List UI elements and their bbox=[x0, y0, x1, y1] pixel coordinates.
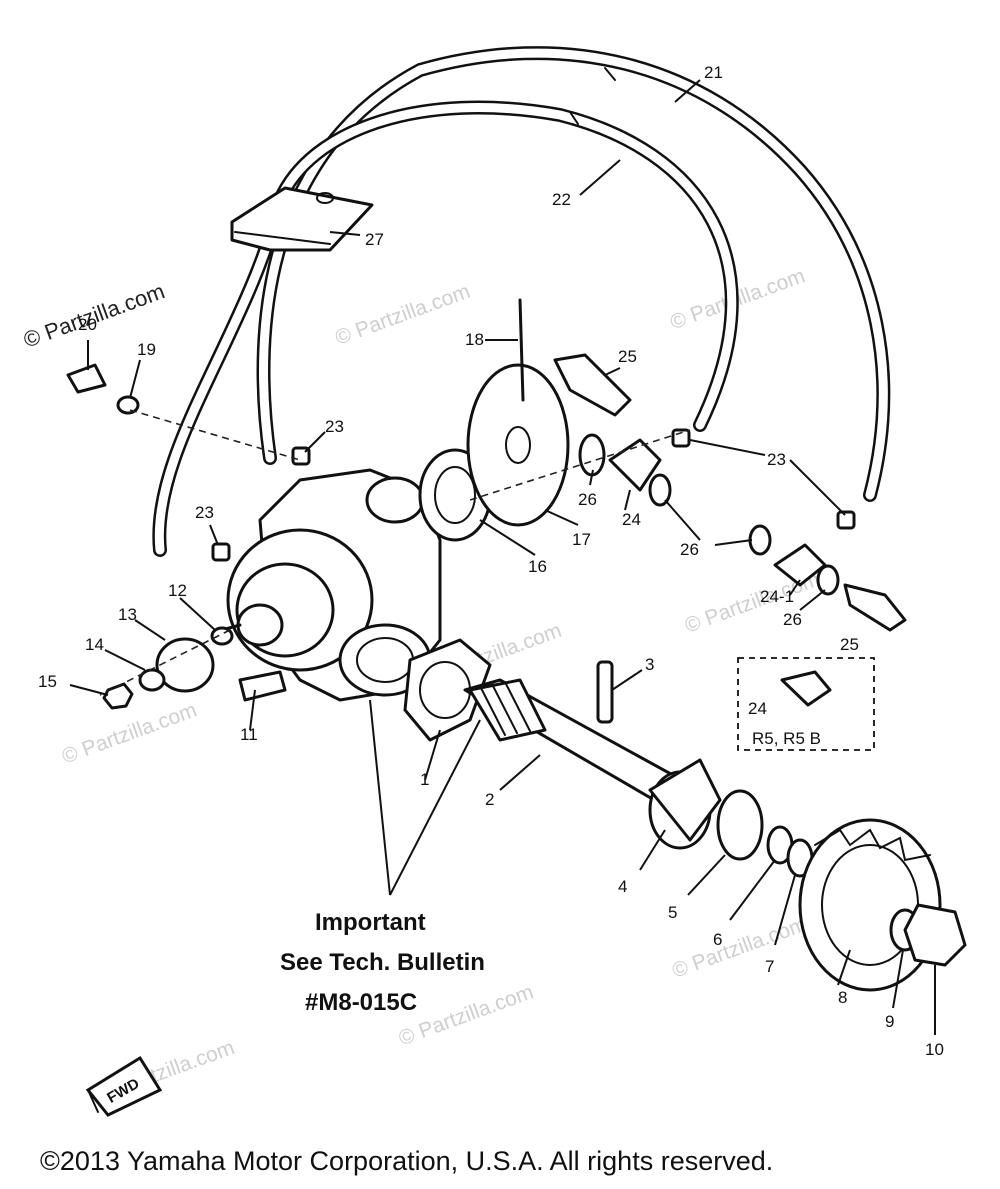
callout-1: 1 bbox=[420, 770, 429, 789]
callout-10: 10 bbox=[925, 1040, 944, 1059]
callout-25: 25 bbox=[840, 635, 859, 654]
hose-clamp bbox=[230, 186, 374, 252]
technical-note: Important See Tech. Bulletin #M8-015C bbox=[280, 909, 485, 1016]
watermark: © Partzilla.com bbox=[59, 698, 200, 768]
note-bulletin-number: #M8-015C bbox=[305, 989, 417, 1016]
note-bulletin: See Tech. Bulletin bbox=[280, 949, 485, 976]
callout-21: 21 bbox=[704, 63, 723, 82]
callout-25: 25 bbox=[618, 347, 637, 366]
callout-23: 23 bbox=[767, 450, 786, 469]
copyright-notice: ©2013 Yamaha Motor Corporation, U.S.A. A… bbox=[40, 1146, 773, 1176]
callout-16: 16 bbox=[528, 557, 547, 576]
callout-15: 15 bbox=[38, 672, 57, 691]
callout-27: 27 bbox=[365, 230, 384, 249]
nut bbox=[903, 903, 967, 967]
nut bbox=[102, 682, 134, 710]
callout-5: 5 bbox=[668, 903, 677, 922]
watermark: © Partzilla.com bbox=[332, 280, 473, 350]
gasket-washer bbox=[648, 473, 672, 507]
gasket-washer bbox=[816, 564, 840, 596]
bushing bbox=[648, 758, 722, 850]
gasket-washer bbox=[748, 524, 772, 556]
union-bolt bbox=[553, 353, 632, 417]
callout-12: 12 bbox=[168, 581, 187, 600]
watermark: © Partzilla.com bbox=[669, 913, 810, 983]
washer bbox=[116, 395, 140, 415]
lock-washer bbox=[138, 668, 166, 692]
callout-9: 9 bbox=[885, 1012, 894, 1031]
callout-17: 17 bbox=[572, 530, 591, 549]
variant-box: 24 R5, R5 B bbox=[737, 657, 875, 751]
hose-group bbox=[152, 46, 891, 557]
callout-26: 26 bbox=[783, 610, 802, 629]
oil-pump-housing bbox=[213, 468, 442, 702]
plate bbox=[155, 637, 215, 693]
leader-lines bbox=[69, 79, 936, 1035]
callout-26: 26 bbox=[680, 540, 699, 559]
fitting bbox=[211, 542, 231, 562]
oil-seal bbox=[716, 789, 764, 861]
callout-4: 4 bbox=[618, 877, 627, 896]
bolt bbox=[66, 363, 107, 394]
callout-24: 24 bbox=[622, 510, 641, 529]
callout-6: 6 bbox=[713, 930, 722, 949]
variant-part-number: 24 bbox=[748, 699, 767, 718]
callout-2: 2 bbox=[485, 790, 494, 809]
union bbox=[608, 438, 662, 492]
note-heading: Important bbox=[315, 909, 426, 936]
callout-20: 20 bbox=[78, 315, 97, 334]
callout-11: 11 bbox=[240, 725, 258, 744]
pump-gear bbox=[466, 363, 570, 527]
callout-7: 7 bbox=[765, 957, 774, 976]
callout-22: 22 bbox=[552, 190, 571, 209]
gasket-washer bbox=[578, 433, 606, 477]
pin bbox=[518, 298, 525, 402]
gasket bbox=[403, 638, 492, 742]
callout-18: 18 bbox=[465, 330, 484, 349]
callout-8: 8 bbox=[838, 988, 847, 1007]
callout-13: 13 bbox=[118, 605, 137, 624]
callout-26: 26 bbox=[578, 490, 597, 509]
stud bbox=[238, 670, 287, 702]
callout-24-1: 24-1 bbox=[760, 587, 794, 606]
callout-3: 3 bbox=[645, 655, 654, 674]
callout-23: 23 bbox=[325, 417, 344, 436]
fitting bbox=[836, 510, 856, 530]
forward-direction-arrow: FWD bbox=[85, 1055, 163, 1117]
callouts: 21 22 27 18 20 19 23 25 23 23 26 17 24 2… bbox=[38, 63, 944, 1059]
pin bbox=[596, 660, 614, 724]
callout-19: 19 bbox=[137, 340, 156, 359]
union-bolt bbox=[843, 583, 907, 632]
callout-14: 14 bbox=[85, 635, 104, 654]
callout-23: 23 bbox=[195, 503, 214, 522]
variant-models: R5, R5 B bbox=[752, 729, 821, 748]
